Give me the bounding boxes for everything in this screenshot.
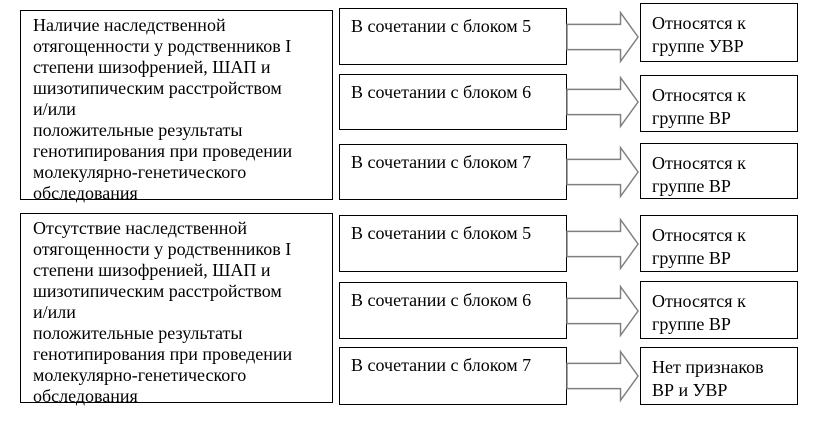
- flow-arrow-icon-4: [566, 217, 639, 271]
- condition-box-3: В сочетании с блоком 7: [339, 144, 567, 200]
- flow-arrow-icon-6: [566, 349, 639, 403]
- condition-box-2: В сочетании с блоком 6: [339, 74, 567, 130]
- result-box-6: Нет признаков ВР и УВР: [640, 347, 798, 405]
- result-box-2: Относятся к группе ВР: [640, 75, 798, 132]
- condition-box-5: В сочетании с блоком 6: [339, 282, 567, 339]
- flow-arrow-icon-5: [566, 284, 639, 338]
- flow-arrow-icon-1: [566, 10, 639, 64]
- condition-box-6: В сочетании с блоком 7: [339, 347, 567, 405]
- result-box-5: Относятся к группе ВР: [640, 281, 798, 339]
- flow-arrow-icon-2: [566, 75, 639, 129]
- result-box-4: Относятся к группе ВР: [640, 215, 798, 272]
- result-box-3: Относятся к группе ВР: [640, 143, 798, 199]
- result-box-1: Относятся к группе УВР: [640, 3, 798, 62]
- left-panel-heredity-absent: Отсутствие наследственной отягощенности …: [20, 213, 333, 406]
- left-panel-heredity-present: Наличие наследственной отягощенности у р…: [20, 10, 333, 203]
- flow-arrow-icon-3: [566, 145, 639, 199]
- condition-box-4: В сочетании с блоком 5: [339, 215, 567, 272]
- condition-box-1: В сочетании с блоком 5: [339, 8, 567, 65]
